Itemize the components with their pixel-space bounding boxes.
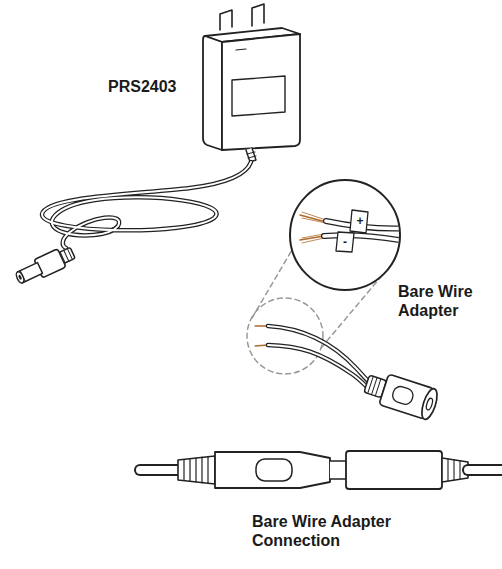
part-name: Bare Wire Adapter <box>398 282 498 320</box>
polarity-sign-box: + <box>354 215 366 227</box>
power-cord <box>42 162 251 248</box>
model-number: PRS2403 <box>108 77 208 96</box>
caption-label: Bare Wire Adapter Connection <box>252 512 417 550</box>
model-number-box: PRS2403 <box>108 77 208 96</box>
polarity-sign: - <box>339 236 351 248</box>
caption-label-box: Bare Wire Adapter Connection <box>252 512 417 550</box>
bare-wire-adapter <box>255 326 440 421</box>
polarity-sign: + <box>354 215 366 227</box>
power-adapter <box>203 4 300 162</box>
plug-connection <box>140 451 502 489</box>
barrel-plug <box>13 244 77 288</box>
part-name-box: Bare Wire Adapter <box>398 282 498 320</box>
polarity-sign-box: - <box>339 236 351 248</box>
